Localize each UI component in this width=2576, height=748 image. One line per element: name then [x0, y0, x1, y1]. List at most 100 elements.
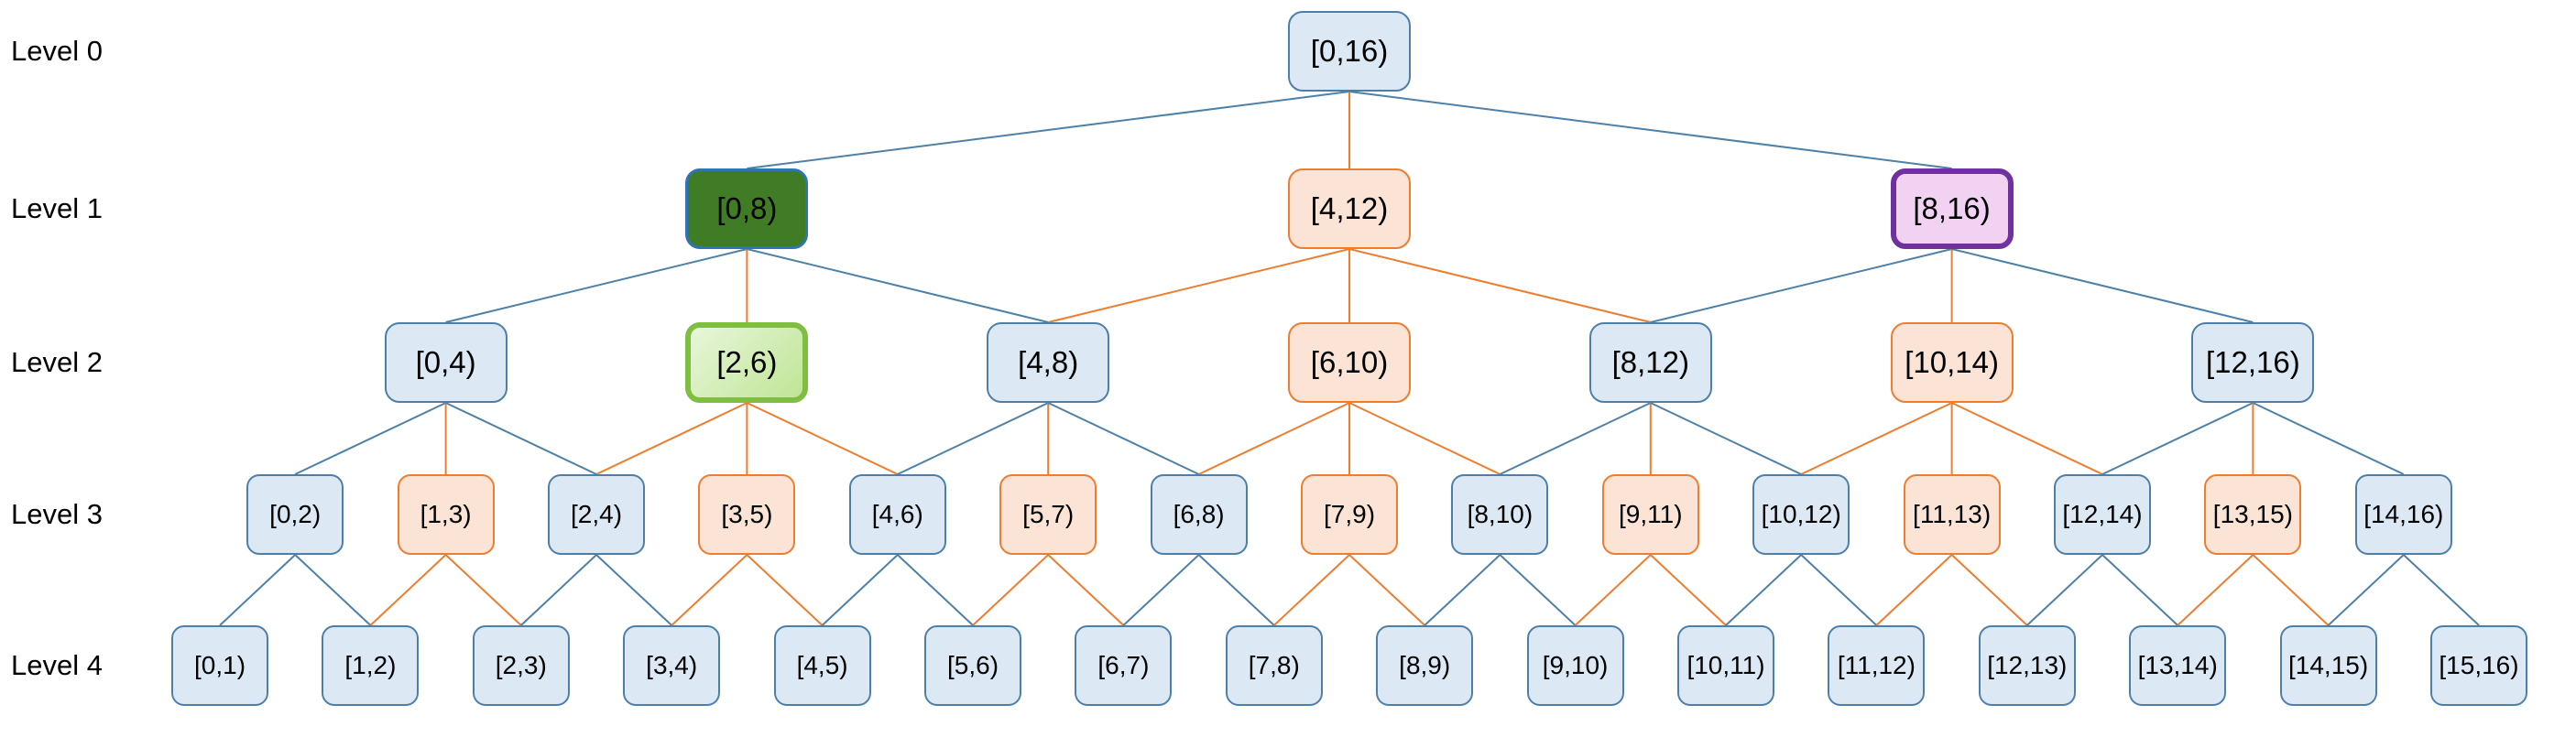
- tree-edge: [1875, 554, 1953, 626]
- tree-edge: [2026, 554, 2103, 626]
- level-1-label: Level 1: [11, 192, 103, 224]
- tree-node: [8,16): [1890, 168, 2014, 249]
- tree-edge: [1198, 402, 1350, 475]
- tree-node: [12,13): [1978, 625, 2076, 706]
- tree-node: [6,8): [1150, 474, 1248, 555]
- tree-edge: [2252, 554, 2330, 626]
- tree-edge: [294, 554, 372, 626]
- tree-node: [6,10): [1288, 322, 1411, 403]
- tree-edge: [2252, 402, 2405, 475]
- tree-edge: [1047, 554, 1125, 626]
- tree-edge: [1800, 554, 1878, 626]
- tree-node: [11,12): [1828, 625, 1926, 706]
- tree-node: [11,13): [1903, 474, 2001, 555]
- tree-node: [0,4): [384, 322, 508, 403]
- tree-edge: [1348, 248, 1652, 323]
- tree-edge: [747, 91, 1350, 169]
- tree-edge: [2177, 554, 2254, 626]
- tree-node: [0,2): [246, 474, 344, 555]
- tree-edge: [2327, 554, 2405, 626]
- tree-edge: [1951, 402, 2103, 475]
- tree-node: [14,15): [2279, 625, 2377, 706]
- tree-node: [8,10): [1451, 474, 1549, 555]
- tree-node: [0,1): [171, 625, 268, 706]
- tree-edge: [1650, 554, 1727, 626]
- tree-edge: [972, 554, 1049, 626]
- tree-node: [4,8): [987, 322, 1110, 403]
- tree-node: [13,15): [2204, 474, 2302, 555]
- tree-edge: [746, 402, 899, 475]
- tree-edge: [747, 248, 1049, 323]
- tree-node: [7,9): [1301, 474, 1398, 555]
- tree-edge: [897, 402, 1049, 475]
- tree-node: [5,7): [999, 474, 1097, 555]
- tree-edge: [1348, 554, 1425, 626]
- tree-edge: [369, 554, 447, 626]
- tree-edge: [2101, 554, 2178, 626]
- tree-node: [4,5): [773, 625, 871, 706]
- level-0-label: Level 0: [11, 35, 103, 67]
- tree-edge: [1273, 554, 1350, 626]
- tree-edge: [2403, 554, 2480, 626]
- tree-node: [4,12): [1288, 168, 1411, 249]
- tree-node: [5,6): [924, 625, 1021, 706]
- tree-node: [9,11): [1601, 474, 1699, 555]
- tree-node: [14,16): [2354, 474, 2452, 555]
- tree-edge: [1650, 248, 1952, 323]
- tree-edge: [1950, 554, 2028, 626]
- tree-edge: [821, 554, 899, 626]
- tree-edge: [1725, 554, 1802, 626]
- tree-node: [3,4): [623, 625, 721, 706]
- tree-edge: [595, 554, 672, 626]
- tree-node: [1,2): [322, 625, 420, 706]
- tree-edge: [1499, 554, 1577, 626]
- level-4-label: Level 4: [11, 649, 103, 681]
- tree-edge: [1047, 402, 1200, 475]
- tree-node: [0,8): [685, 168, 809, 249]
- tree-node: [2,6): [685, 322, 809, 403]
- tree-edge: [445, 402, 597, 475]
- tree-node: [12,16): [2191, 322, 2315, 403]
- level-3-label: Level 3: [11, 498, 103, 530]
- tree-edge: [444, 554, 522, 626]
- tree-node: [8,12): [1588, 322, 1712, 403]
- tree-edge: [1424, 554, 1501, 626]
- tree-edge: [520, 554, 597, 626]
- tree-edge: [1197, 554, 1275, 626]
- tree-node: [4,6): [848, 474, 946, 555]
- tree-node: [9,10): [1526, 625, 1624, 706]
- tree-node: [6,7): [1075, 625, 1173, 706]
- tree-node: [7,8): [1225, 625, 1323, 706]
- tree-edge: [1951, 248, 2254, 323]
- tree-edge: [294, 402, 447, 475]
- tree-edge: [1499, 402, 1652, 475]
- tree-edge: [1650, 402, 1802, 475]
- tree-node: [3,5): [698, 474, 796, 555]
- tree-edge: [1348, 402, 1501, 475]
- tree-node: [13,14): [2129, 625, 2227, 706]
- tree-edge: [219, 554, 296, 626]
- tree-node: [2,3): [472, 625, 570, 706]
- tree-edge: [746, 554, 824, 626]
- tree-edge: [1800, 402, 1953, 475]
- tree-edge: [2101, 402, 2254, 475]
- tree-node: [12,14): [2054, 474, 2151, 555]
- tree-node: [1,3): [397, 474, 495, 555]
- tree-node: [8,9): [1376, 625, 1474, 706]
- tree-node: [10,14): [1890, 322, 2014, 403]
- tree-node: [0,16): [1288, 11, 1411, 92]
- level-2-label: Level 2: [11, 346, 103, 378]
- tree-edge: [1348, 91, 1952, 169]
- tree-edge: [1574, 554, 1652, 626]
- tree-node: [2,4): [548, 474, 645, 555]
- tree-edge: [671, 554, 748, 626]
- tree-edge: [1047, 248, 1350, 323]
- tree-edge: [1122, 554, 1200, 626]
- tree-edge: [897, 554, 974, 626]
- tree-node: [15,16): [2430, 625, 2527, 706]
- tree-edge: [595, 402, 748, 475]
- tree-node: [10,12): [1752, 474, 1850, 555]
- tree-node: [10,11): [1677, 625, 1774, 706]
